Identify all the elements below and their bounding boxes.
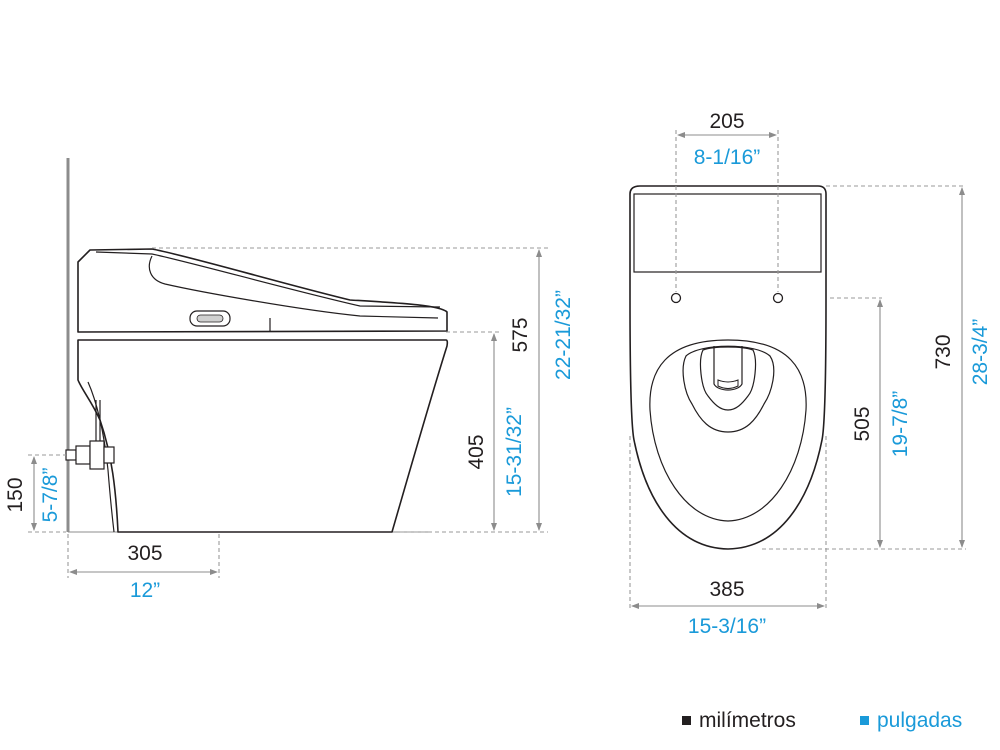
dim-150-in: 5-7/8”	[39, 468, 62, 523]
dim-305-in: 12”	[130, 579, 160, 602]
legend-in-label: pulgadas	[877, 709, 963, 732]
sensor-window	[189, 310, 231, 327]
dim-405-in: 15-31/32”	[503, 407, 526, 497]
dim-575-mm: 575	[509, 317, 532, 352]
dim-575-in: 22-21/32”	[552, 290, 575, 380]
bowl-rear-curve	[87, 381, 115, 533]
bowl-drain	[713, 346, 743, 391]
mounting-hole-right	[772, 292, 784, 304]
tank-top	[633, 193, 822, 273]
bowl-inner-ring	[699, 346, 757, 411]
water-supply-valve	[65, 400, 115, 470]
top-view: 205 8-1/16” 730 28-3/4” 505 19-7/8” 385 …	[629, 110, 992, 638]
lid-top-line	[95, 251, 441, 308]
dim-205-mm: 205	[709, 110, 744, 133]
dim-730-in: 28-3/4”	[969, 319, 992, 386]
dim-505-mm: 505	[851, 406, 874, 441]
dim-385-in: 15-3/16”	[688, 615, 766, 638]
legend-in-swatch	[860, 716, 869, 725]
legend-mm-label: milímetros	[699, 709, 796, 732]
dim-150-mm: 150	[4, 477, 27, 512]
legend-mm-swatch	[682, 716, 691, 725]
dim-305-mm: 305	[127, 542, 162, 565]
dim-405-mm: 405	[465, 434, 488, 469]
bowl-opening	[682, 345, 775, 433]
legend-in: pulgadas	[860, 709, 962, 733]
toilet-top-outline	[629, 185, 827, 550]
seat-top-outline	[649, 339, 807, 522]
legend-mm: milímetros	[682, 709, 796, 733]
dim-505-in: 19-7/8”	[889, 391, 912, 458]
side-view: 575 22-21/32” 405 15-31/32” 150 5-7/8” 3…	[4, 158, 575, 602]
lid-hinge	[148, 255, 439, 319]
sensor-window-inner	[196, 314, 224, 323]
dim-730-mm: 730	[932, 334, 955, 369]
mounting-hole-left	[670, 292, 682, 304]
dim-205-in: 8-1/16”	[694, 146, 761, 169]
drain-hole	[717, 379, 739, 389]
toilet-bowl-side	[77, 339, 449, 533]
dim-385-mm: 385	[709, 578, 744, 601]
seat-unit-side	[77, 248, 448, 333]
